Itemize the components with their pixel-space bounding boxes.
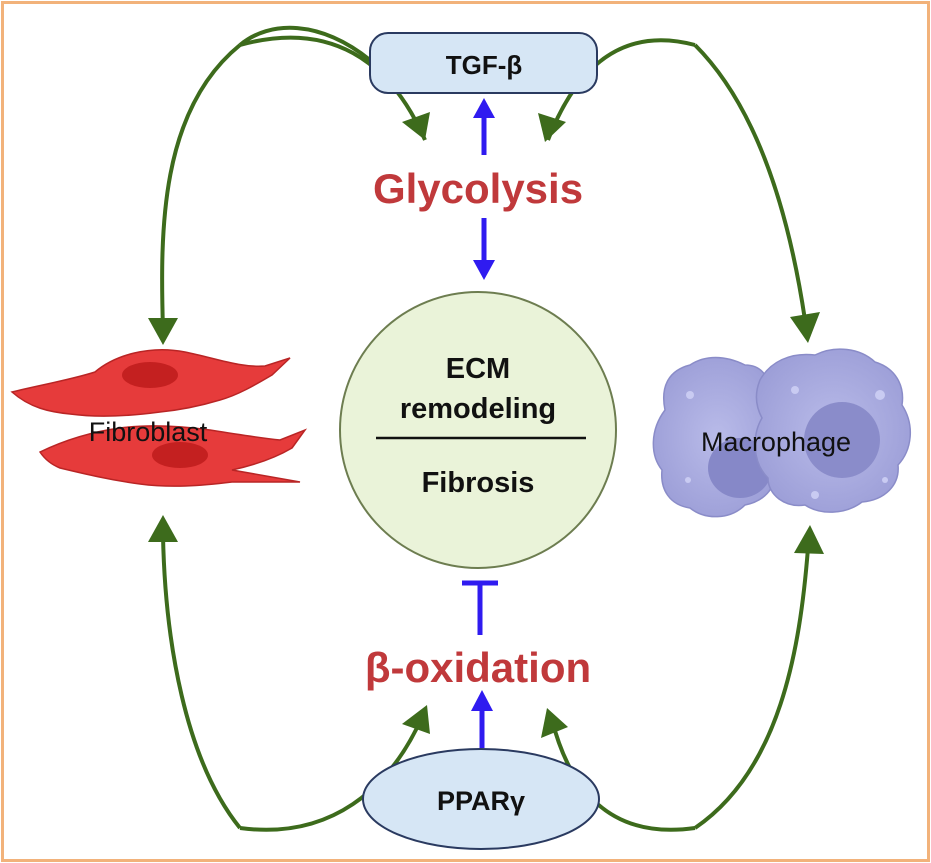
fibroblast-label: Fibroblast bbox=[89, 417, 208, 447]
tgf-label: TGF-β bbox=[446, 50, 523, 80]
ecm-label-line2: remodeling bbox=[400, 393, 556, 425]
arrowhead-macrophage-bottom bbox=[794, 525, 824, 554]
green-arrow-to-glycolysis-left bbox=[239, 35, 427, 141]
tgf-box bbox=[369, 32, 598, 94]
arrowhead-betaox bbox=[471, 690, 493, 711]
arrowhead-fibroblast-top bbox=[148, 318, 178, 345]
ppar-ellipse bbox=[362, 748, 600, 850]
fibroblast-cell-graphic bbox=[10, 349, 308, 487]
glycolysis-label: Glycolysis bbox=[373, 165, 583, 212]
fibrosis-label: Fibrosis bbox=[422, 467, 535, 499]
macrophage-label: Macrophage bbox=[701, 427, 851, 457]
macrophage-cell-graphic bbox=[652, 348, 912, 518]
ecm-fibrosis-circle bbox=[339, 291, 617, 569]
green-arrow-to-fibroblast-bottom bbox=[161, 534, 242, 830]
arrowhead-glycolysis-right bbox=[538, 113, 566, 142]
ecm-label-line1: ECM bbox=[446, 353, 510, 385]
green-arrow-to-macrophage-bottom bbox=[693, 547, 810, 830]
arrowhead-fibroblast-bottom bbox=[148, 515, 178, 542]
green-arrow-to-fibroblast-top bbox=[160, 43, 242, 331]
arrowhead-ecm bbox=[473, 260, 495, 280]
green-arrow-to-macrophage-top bbox=[693, 43, 807, 321]
arrowhead-betaox-right bbox=[541, 708, 568, 738]
ppar-label: PPARγ bbox=[437, 786, 525, 816]
beta-oxidation-label: β-oxidation bbox=[365, 644, 591, 691]
arrowhead-glycolysis-left bbox=[402, 112, 430, 140]
green-arrow-to-betaox-left bbox=[239, 714, 425, 832]
arrowhead-betaox-left bbox=[402, 705, 430, 734]
arrowhead-tgf bbox=[473, 98, 495, 118]
green-arc-top-left-a bbox=[238, 25, 372, 62]
green-arrow-to-glycolysis-right bbox=[546, 38, 696, 141]
arrowhead-macrophage-top bbox=[790, 312, 820, 343]
